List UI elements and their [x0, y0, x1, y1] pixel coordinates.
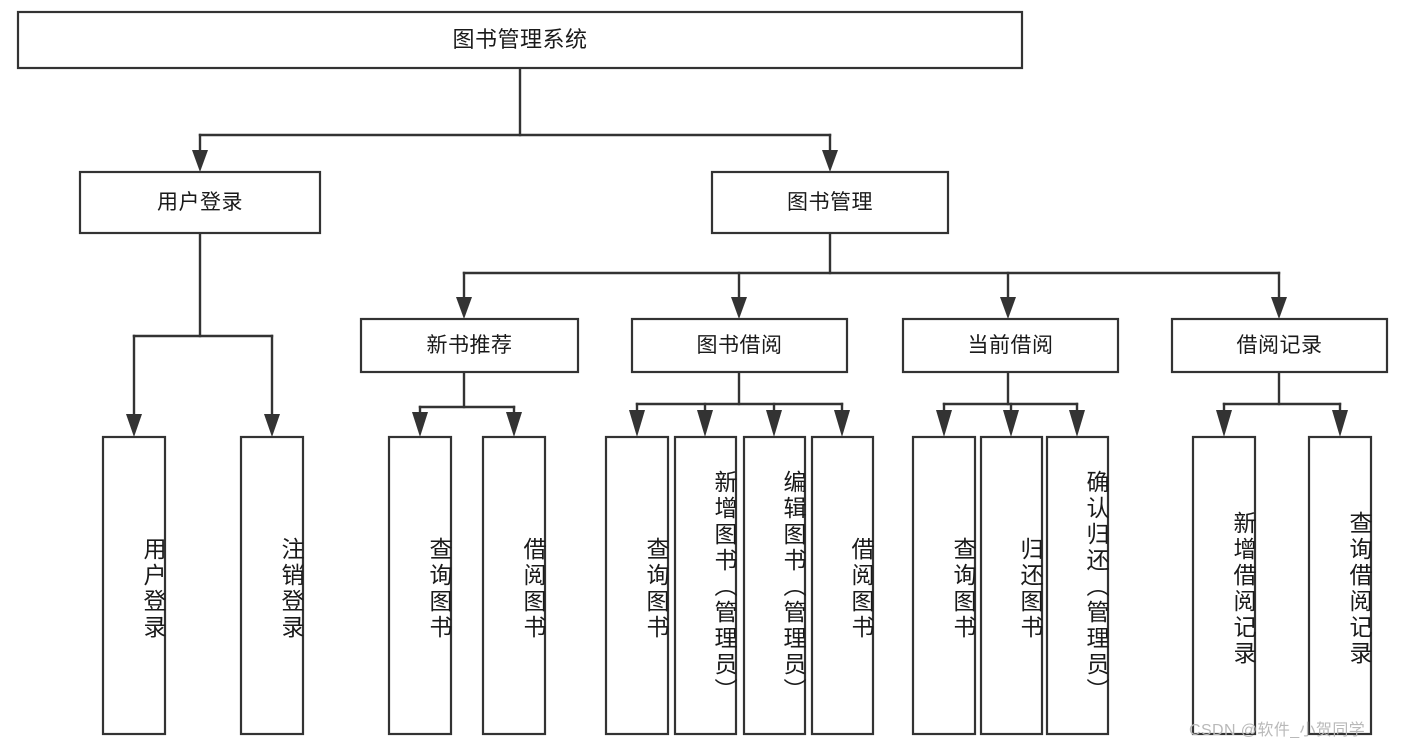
- node-box-book-borrow[interactable]: [630, 317, 849, 374]
- arrow-borrow-record: [1271, 297, 1287, 319]
- arrow-leaf-confirm-return: [1069, 410, 1085, 437]
- edges-book-borrow: [629, 370, 850, 437]
- node-box-book-manage[interactable]: [710, 170, 950, 235]
- node-box-leaf-borrow-book-1[interactable]: [481, 435, 547, 736]
- arrow-book-manage: [822, 150, 838, 172]
- edges-new-book-rec: [412, 370, 522, 437]
- edges-current-borrow: [936, 370, 1085, 437]
- node-box-leaf-logout[interactable]: [239, 435, 305, 736]
- edges-borrow-record: [1216, 370, 1348, 437]
- arrow-leaf-edit-book: [766, 410, 782, 437]
- node-box-leaf-edit-book[interactable]: [742, 435, 807, 736]
- node-box-leaf-query-record[interactable]: [1307, 435, 1373, 736]
- arrow-leaf-borrow-book-2: [834, 410, 850, 437]
- node-box-leaf-user-login[interactable]: [101, 435, 167, 736]
- edges-book-manage: [456, 232, 1287, 319]
- edges-root: [192, 66, 838, 172]
- node-box-leaf-borrow-book-2[interactable]: [810, 435, 875, 736]
- node-box-leaf-confirm-return[interactable]: [1045, 435, 1110, 736]
- arrow-leaf-query-book-2: [629, 410, 645, 437]
- arrow-current-borrow: [1000, 297, 1016, 319]
- arrow-leaf-user-login: [126, 414, 142, 437]
- node-box-leaf-add-book[interactable]: [673, 435, 738, 736]
- csdn-watermark: CSDN @软件_小贺同学: [1189, 722, 1366, 739]
- node-box-leaf-add-record[interactable]: [1191, 435, 1257, 736]
- arrow-book-borrow: [731, 297, 747, 319]
- arrow-leaf-add-book: [697, 410, 713, 437]
- node-box-leaf-query-book-1[interactable]: [387, 435, 453, 736]
- arrow-leaf-borrow-book-1: [506, 412, 522, 437]
- arrow-leaf-query-book-1: [412, 412, 428, 437]
- node-box-leaf-query-book-2[interactable]: [604, 435, 670, 736]
- node-box-root[interactable]: [16, 10, 1024, 70]
- arrow-leaf-query-book-3: [936, 410, 952, 437]
- edges-user-login: [126, 232, 280, 437]
- arrow-leaf-add-record: [1216, 410, 1232, 437]
- arrow-leaf-return-book: [1003, 410, 1019, 437]
- node-box-new-book-rec[interactable]: [359, 317, 580, 374]
- node-box-borrow-record[interactable]: [1170, 317, 1389, 374]
- arrow-leaf-query-record: [1332, 410, 1348, 437]
- arrow-leaf-logout: [264, 414, 280, 437]
- arrow-user-login: [192, 150, 208, 172]
- arrow-new-book-rec: [456, 297, 472, 319]
- node-box-current-borrow[interactable]: [901, 317, 1120, 374]
- node-box-leaf-query-book-3[interactable]: [911, 435, 977, 736]
- node-box-user-login[interactable]: [78, 170, 322, 235]
- node-box-leaf-return-book[interactable]: [979, 435, 1044, 736]
